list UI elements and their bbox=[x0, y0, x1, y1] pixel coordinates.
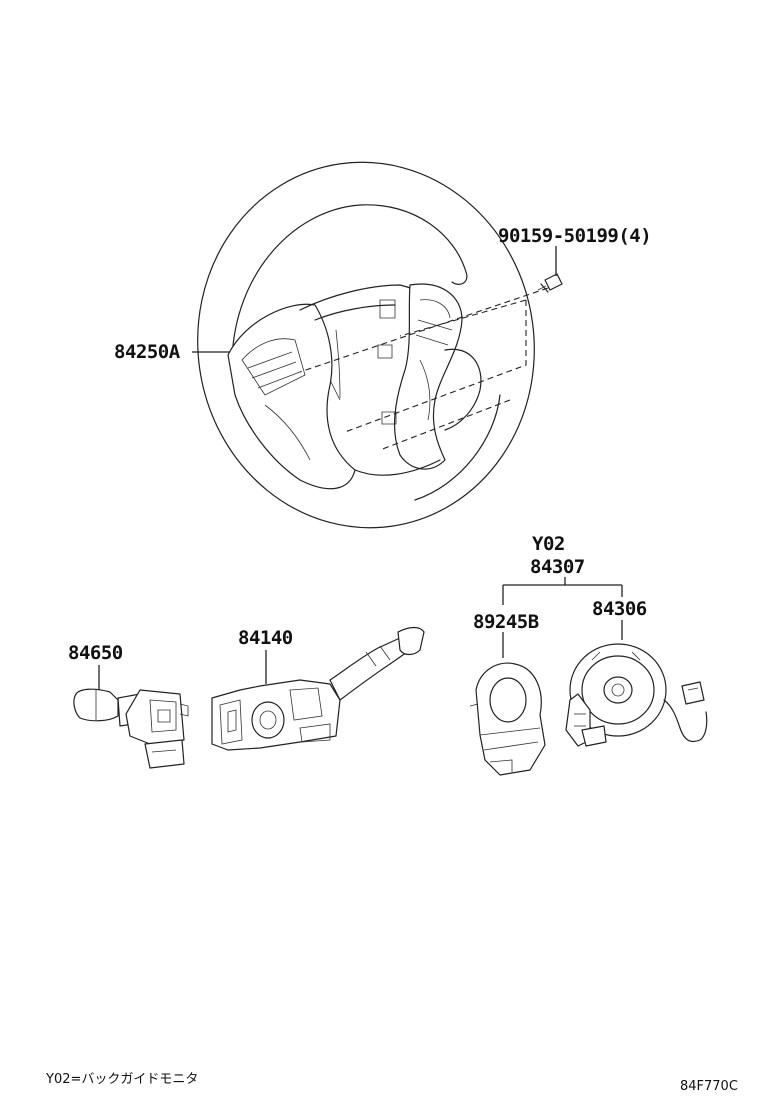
sensor-part-number: 89245B bbox=[473, 611, 539, 633]
turn-switch-84140 bbox=[211, 626, 425, 751]
sensor-89245B bbox=[469, 662, 546, 776]
wiper-switch-part-number: 84650 bbox=[68, 642, 123, 664]
assy-part-number: 84307 bbox=[530, 556, 585, 578]
steering-wheel bbox=[197, 161, 535, 529]
bolt-dashed-lines bbox=[299, 287, 549, 451]
steering-pad-84250A bbox=[227, 283, 482, 490]
turn-switch-part-number: 84140 bbox=[238, 627, 293, 649]
steering-pad-part-number: 84250A bbox=[114, 341, 181, 363]
wiper-switch-84650 bbox=[73, 688, 189, 769]
diagram-code: 84F770C bbox=[680, 1079, 738, 1094]
spiral-cable-part-number: 84306 bbox=[592, 598, 647, 620]
bolt-90159-50199 bbox=[537, 273, 563, 293]
footnote: Y02=バックガイドモニタ bbox=[45, 1072, 198, 1087]
spiral-cable-84306 bbox=[565, 643, 708, 747]
bolt-part-number: 90159-50199(4) bbox=[498, 225, 651, 247]
y02-code: Y02 bbox=[532, 533, 565, 555]
assy-bracket bbox=[502, 577, 623, 658]
